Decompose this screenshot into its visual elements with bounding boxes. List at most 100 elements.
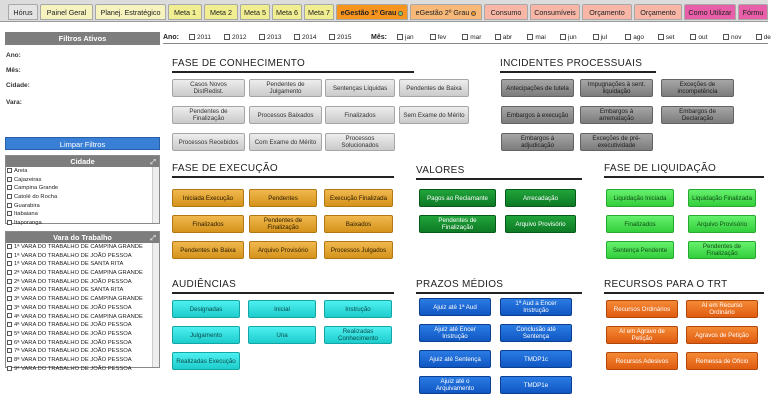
clear-filters-button[interactable]: Limpar Filtros xyxy=(5,137,160,150)
year-option-2015[interactable]: 2015 xyxy=(329,34,351,41)
conclusao-ate-sentenca-button[interactable]: Conclusão até Sentença xyxy=(500,324,572,342)
embargos-a-execucao-button[interactable]: Embargos à execução xyxy=(501,106,574,124)
month-option-ago[interactable]: ago xyxy=(625,34,644,41)
tab-formu[interactable]: Fórmu xyxy=(738,4,768,20)
baixados-button[interactable]: Baixados xyxy=(324,215,393,233)
pendentes-de-finalizacao-button[interactable]: Pendentes de Finalização xyxy=(249,215,317,233)
finalizados-button[interactable]: Finalizados xyxy=(606,215,674,233)
year-option-2014[interactable]: 2014 xyxy=(294,34,316,41)
arquivo-provisorio-button[interactable]: Arquivo Provisório xyxy=(688,215,756,233)
pagos-ao-reclamante-button[interactable]: Pagos ao Reclamante xyxy=(419,189,496,207)
liquidacao-iniciada-button[interactable]: Liquidação Iniciada xyxy=(606,189,674,207)
tmdp1e-button[interactable]: TMDP1e xyxy=(500,376,572,394)
ajuiz-ate-1-aud-button[interactable]: Ajuiz até 1ª Aud xyxy=(419,298,491,316)
arrecadacao-button[interactable]: Arrecadação xyxy=(505,189,576,207)
vara-list-item[interactable]: 1ª VARA DO TRABALHO DE SANTA RITA xyxy=(6,260,159,269)
vara-list-item[interactable]: 3ª VARA DO TRABALHO DE CAMPINA GRANDE xyxy=(6,295,159,304)
checkbox[interactable] xyxy=(7,339,12,345)
iniciada-execucao-button[interactable]: Iniciada Execução xyxy=(172,189,244,207)
cidade-list-item[interactable]: Cajazeiras xyxy=(6,176,159,185)
designadas-button[interactable]: Designadas xyxy=(172,300,240,318)
checkbox[interactable] xyxy=(294,34,300,41)
vara-list-item[interactable]: 8ª VARA DO TRABALHO DE JOÃO PESSOA xyxy=(6,356,159,365)
sentenca-pendente-button[interactable]: Sentença Pendente xyxy=(606,241,674,259)
checkbox[interactable] xyxy=(224,34,230,41)
vara-list-item[interactable]: 9ª VARA DO TRABALHO DE JOÃO PESSOA xyxy=(6,365,159,374)
checkbox[interactable] xyxy=(7,287,12,293)
processos-julgados-button[interactable]: Processos Julgados xyxy=(324,241,393,259)
month-option-out[interactable]: out xyxy=(690,34,707,41)
vara-list-item[interactable]: 7ª VARA DO TRABALHO DE JOÃO PESSOA xyxy=(6,347,159,356)
excecoes-de-incompetencia-button[interactable]: Exceções de incompetência xyxy=(661,79,734,97)
recursos-ordinarios-button[interactable]: Recursos Ordinários xyxy=(606,300,678,318)
checkbox[interactable] xyxy=(7,322,12,328)
tab-meta-6[interactable]: Meta 6 xyxy=(272,4,302,20)
checkbox[interactable] xyxy=(592,34,599,41)
excecoes-de-pre-executividade-button[interactable]: Exceções de pré-executividade xyxy=(580,133,653,151)
una-button[interactable]: Una xyxy=(248,326,316,344)
checkbox[interactable] xyxy=(189,34,195,41)
month-option-nov[interactable]: nov xyxy=(723,34,741,41)
vara-list-item[interactable]: 4ª VARA DO TRABALHO DE JOÃO PESSOA xyxy=(6,321,159,330)
checkbox[interactable] xyxy=(560,34,566,41)
tab-painel-geral[interactable]: Painel Geral xyxy=(40,4,93,20)
1-aud-a-encer-instrucao-button[interactable]: 1ª Aud a Encer Instrução xyxy=(500,298,572,316)
checkbox[interactable] xyxy=(7,194,12,200)
checkbox[interactable] xyxy=(690,34,697,41)
ajuiz-ate-o-arquivamento-button[interactable]: Ajuiz até o Arquivamento xyxy=(419,376,491,394)
checkbox[interactable] xyxy=(7,252,12,258)
com-exame-do-merito-button[interactable]: Com Exame do Mérito xyxy=(249,133,322,151)
ai-em-agravo-de-peticao-button[interactable]: AI em Agravo de Petição xyxy=(606,326,678,344)
embargos-de-declaracao-button[interactable]: Embargos de Declaração xyxy=(661,106,734,124)
realizadas-execucao-button[interactable]: Realizadas Execução xyxy=(172,352,240,370)
pendentes-de-finalizacao-button[interactable]: Pendentes de Finalização xyxy=(419,215,496,233)
tab-orcamento[interactable]: Orçamento xyxy=(634,4,682,20)
checkbox[interactable] xyxy=(7,348,12,354)
expand-icon[interactable]: ⤢ xyxy=(150,235,156,242)
vara-list-item[interactable]: 1ª VARA DO TRABALHO DE JOÃO PESSOA xyxy=(6,252,159,261)
impugnacoes-a-sent-liquidacao-button[interactable]: Impugnações à sent. liquidação xyxy=(580,79,653,97)
checkbox[interactable] xyxy=(755,34,762,41)
checkbox[interactable] xyxy=(259,34,265,41)
vara-list-item[interactable]: 5ª VARA DO TRABALHO DE JOÃO PESSOA xyxy=(6,330,159,339)
checkbox[interactable] xyxy=(657,34,664,41)
tab-meta-5[interactable]: Meta 5 xyxy=(240,4,270,20)
ajuiz-ate-encer-instrucao-button[interactable]: Ajuiz até Encer Instrução xyxy=(419,324,491,342)
execucao-finalizada-button[interactable]: Execução Finalizada xyxy=(324,189,393,207)
checkbox[interactable] xyxy=(7,278,12,284)
vara-list-item[interactable]: 6ª VARA DO TRABALHO DE JOÃO PESSOA xyxy=(6,339,159,348)
pendentes-de-baixa-button[interactable]: Pendentes de Baixa xyxy=(399,79,469,97)
month-option-jun[interactable]: jun xyxy=(560,34,577,41)
processos-solucionados-button[interactable]: Processos Solucionados xyxy=(325,133,395,151)
tab-egestao-2-grau[interactable]: eGestão 2º Grau xyxy=(410,4,482,20)
tab-horus[interactable]: Hórus xyxy=(8,4,38,20)
cidade-list-item[interactable]: Catolé do Rocha xyxy=(6,193,159,202)
vara-list-item[interactable]: 3ª VARA DO TRABALHO DE JOÃO PESSOA xyxy=(6,304,159,313)
cidade-scrollbar[interactable] xyxy=(152,167,159,223)
embargos-a-arrematacao-button[interactable]: Embargos à arrematação xyxy=(580,106,653,124)
month-option-jan[interactable]: jan xyxy=(397,34,414,41)
checkbox[interactable] xyxy=(7,304,12,310)
checkbox[interactable] xyxy=(7,313,12,319)
tab-meta-7[interactable]: Meta 7 xyxy=(304,4,334,20)
checkbox[interactable] xyxy=(462,34,469,41)
sentencas-liquidas-button[interactable]: Sentenças Líquidas xyxy=(325,79,395,97)
ai-em-recurso-ordinario-button[interactable]: AI em Recurso Ordinário xyxy=(686,300,758,318)
pendentes-de-julgamento-button[interactable]: Pendentes de Julgamento xyxy=(249,79,322,97)
cidade-list-item[interactable]: Guarabira xyxy=(6,202,159,211)
realizadas-conhecimento-button[interactable]: Realizadas Conhecimento xyxy=(324,326,392,344)
pendentes-button[interactable]: Pendentes xyxy=(249,189,317,207)
vara-scrollbar[interactable] xyxy=(152,243,159,367)
tab-egestao-1-grau[interactable]: eGestão 1º Grau xyxy=(336,4,408,20)
checkbox[interactable] xyxy=(7,185,12,191)
casos-novos-distredist-button[interactable]: Casos Novos DistRedist. xyxy=(172,79,245,97)
month-option-mai[interactable]: mai xyxy=(527,34,546,41)
checkbox[interactable] xyxy=(7,296,12,302)
checkbox[interactable] xyxy=(7,220,12,226)
checkbox[interactable] xyxy=(625,34,632,41)
pendentes-de-finalizacao-button[interactable]: Pendentes de Finalização xyxy=(688,241,756,259)
tab-meta-2[interactable]: Meta 2 xyxy=(204,4,238,20)
vara-list-item[interactable]: 1ª VARA DO TRABALHO DE CAMPINA GRANDE xyxy=(6,243,159,252)
vara-list-item[interactable]: 4ª VARA DO TRABALHO DE CAMPINA GRANDE xyxy=(6,313,159,322)
tab-como-utilizar[interactable]: Como Utilizar xyxy=(684,4,736,20)
